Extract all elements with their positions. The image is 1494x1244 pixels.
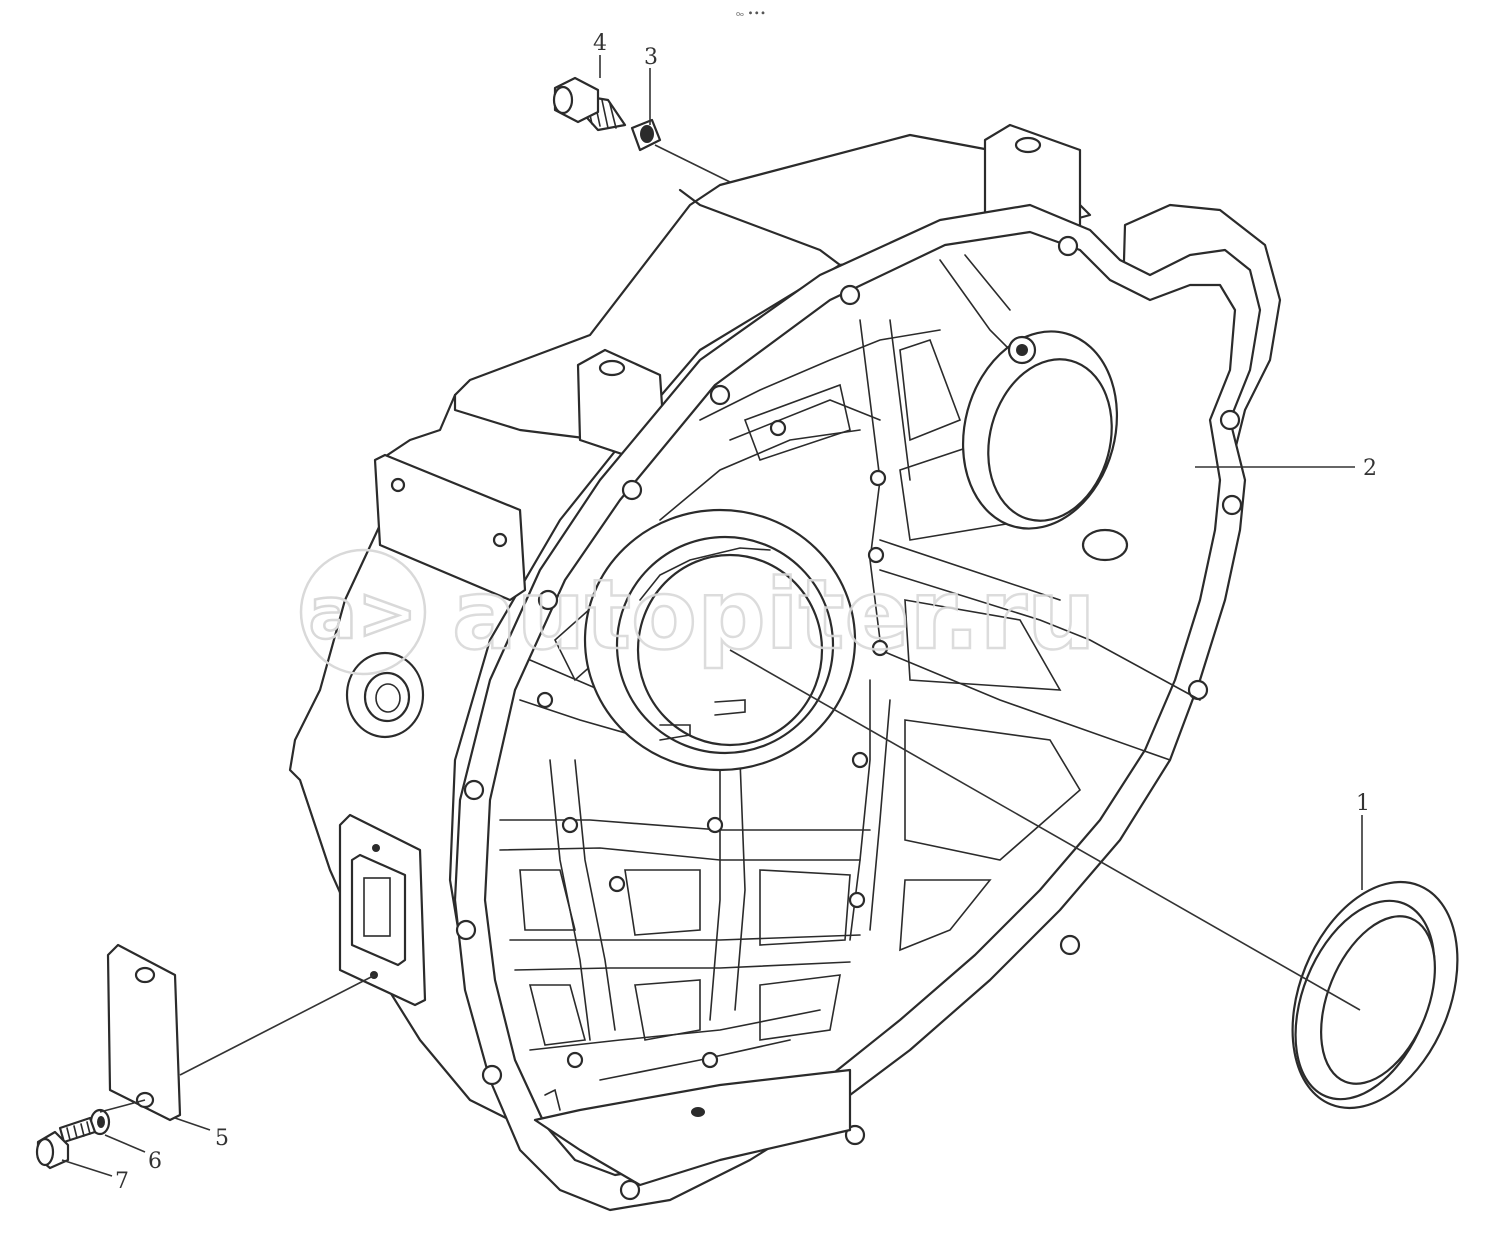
flange-bolt-holes	[455, 235, 1243, 1201]
center-bore-step	[639, 547, 771, 741]
flange-hole	[455, 919, 477, 941]
callout-7: 7	[115, 1169, 129, 1194]
rib-hole	[848, 891, 866, 909]
mount-pad-hole	[492, 532, 508, 548]
housing-left-mount-pad	[373, 453, 527, 602]
rib-hole	[867, 546, 885, 564]
inspection-window-slot	[363, 877, 391, 937]
watermark-text: autopiter.ru	[452, 559, 1095, 671]
housing-front-flange-inner	[483, 230, 1237, 1177]
starter-mount-hole-center	[1016, 344, 1028, 356]
leader-lines	[61, 55, 1363, 1177]
header-text: ₀ₒ ∙∙∙	[736, 8, 766, 19]
flange-hole	[1059, 934, 1081, 956]
rib-hole	[871, 639, 889, 657]
top-post-right-hole	[1014, 136, 1042, 154]
leader-5-axis	[179, 974, 376, 1076]
seal-inner	[1320, 915, 1436, 1085]
flange-hole	[537, 589, 559, 611]
center-bore-rim	[615, 535, 835, 755]
flange-hole	[1221, 494, 1243, 516]
mount-pad-hole	[390, 477, 406, 493]
housing-top-shelf	[453, 188, 842, 442]
callout-4: 4	[593, 31, 607, 56]
callout-3: 3	[644, 45, 658, 70]
bottom-tab	[544, 1088, 561, 1111]
flange-hole	[619, 1179, 641, 1201]
top-bolt	[552, 76, 627, 132]
flange-hole	[709, 384, 731, 406]
callout-5: 5	[215, 1126, 229, 1151]
leader-6-axis	[99, 1099, 146, 1113]
side-boss-inner	[363, 671, 411, 723]
rib-hole	[869, 469, 887, 487]
flange-hole	[1057, 235, 1079, 257]
watermark-logo: a>	[309, 571, 418, 655]
side-boss-bore	[375, 683, 401, 713]
flange-hole	[839, 284, 861, 306]
leader-7	[61, 1159, 113, 1177]
inspection-window-hole	[372, 844, 380, 852]
rib-hole	[706, 816, 724, 834]
housing-ribs	[499, 254, 1201, 1081]
cover-bolt	[35, 1116, 97, 1170]
leader-6	[104, 1134, 146, 1153]
inspection-cover-plate	[106, 943, 182, 1122]
leader-3-bolt-axis	[654, 144, 731, 183]
inspection-window-opening	[350, 853, 407, 967]
flange-hole	[463, 779, 485, 801]
watermark-logo-circle	[299, 548, 427, 676]
rib-hole	[701, 1051, 719, 1069]
starter-opening-inner	[987, 358, 1113, 522]
flange-hole	[621, 479, 643, 501]
top-post-left-hole	[598, 359, 626, 377]
watermark: a> autopiter.ru	[299, 548, 1097, 676]
bottom-drain-hole	[691, 1107, 705, 1117]
callout-1: 1	[1356, 791, 1370, 816]
callout-2: 2	[1363, 456, 1377, 481]
rib-hole	[608, 875, 626, 893]
rib-hole	[561, 816, 579, 834]
rib-pockets	[519, 338, 1082, 1046]
top-washer	[630, 118, 662, 152]
callout-6: 6	[148, 1149, 162, 1174]
housing-bottom-foot	[533, 1068, 852, 1187]
cover-plate-hole-top	[134, 966, 156, 984]
rib-holes	[536, 419, 889, 1069]
housing-small-boss	[1081, 528, 1129, 562]
rear-oil-seal	[1291, 880, 1459, 1110]
rib-hole	[769, 419, 787, 437]
flywheel-housing	[288, 123, 1282, 1212]
leader-5	[174, 1117, 211, 1131]
flange-hole	[1219, 409, 1241, 431]
rib-hole	[566, 1051, 584, 1069]
leader-1-axis	[729, 649, 1361, 1011]
callout-labels: 1 2 3 4 5 6 7	[115, 31, 1377, 1194]
rib-hole	[536, 691, 554, 709]
flange-hole	[481, 1064, 503, 1086]
rib-hole	[851, 751, 869, 769]
